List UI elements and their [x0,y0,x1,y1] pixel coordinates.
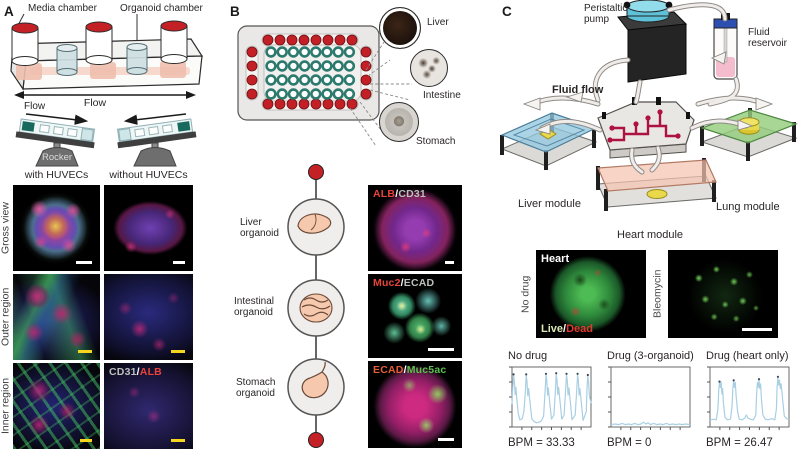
stain-overlay-muc2-ecad: Muc2/ECAD [373,277,435,289]
micrograph-gross-with-huvecs [13,185,100,271]
flow-label: Flow [83,97,107,109]
scale-bar [78,350,92,353]
peristaltic-pump [617,0,688,83]
lung-module-label: Lung module [716,201,780,213]
pump-label: Peristaltic pump [584,3,628,26]
intestine-brightfield-callout [410,49,448,87]
stomach-icon [301,361,329,399]
panel-a-label: A [4,4,14,19]
micrograph-liver-organoid: ALB/CD31 [368,185,462,271]
row-label-outer-region: Outer region [0,287,12,347]
media-chamber-cylinders [11,20,188,66]
bleomycin-image-label: Bleomycin [651,269,664,319]
row-label-inner-region: Inner region [0,377,12,435]
liver-module-label: Liver module [518,198,581,210]
stomach-brightfield-callout [379,102,419,142]
micrograph-heart-no-drug: Heart Live/Dead [536,250,646,338]
organoid-chamber-cups [56,43,148,76]
scale-bar [171,350,185,353]
well-plate-diagram [237,25,412,147]
panel-c-label: C [502,4,512,19]
panel-b-label: B [230,4,240,19]
organoid-chamber-label: Organoid chamber [120,3,203,14]
manifold-plate [597,97,695,159]
micrograph-intestinal-organoid: Muc2/ECAD [368,274,462,358]
rocker-right [116,113,197,167]
scale-bar [742,327,772,331]
chart-title: Drug (heart only) [706,350,789,362]
micrograph-outer-without-huvecs [104,274,193,360]
micrograph-inner-without-huvecs: CD31/ALB [104,363,193,449]
scale-bar [173,261,185,264]
rocker-flow-label: Flow [24,101,46,112]
rocker-label: Rocker [41,152,73,163]
micrograph-stomach-organoid: ECAD/Muc5ac [368,361,462,448]
stain-overlay-alb-cd31: ALB/CD31 [373,188,426,200]
scale-bar [80,439,92,442]
callout-label-intestine: Intestine [423,90,461,101]
callout-label-liver: Liver [427,17,449,28]
micrograph-inner-with-huvecs [13,363,100,449]
bpm-value: BPM = 0 [607,437,652,449]
micrograph-gross-without-huvecs [104,185,193,271]
rocker-left [15,113,96,167]
live-dead-legend: Live/Dead [541,323,593,335]
beat-chart-drug-3-organoid: Drug (3-organoid) BPM = 0 [604,350,694,450]
chart-title: Drug (3-organoid) [607,350,694,362]
micrograph-outer-with-huvecs [13,274,100,360]
chart-title: No drug [508,350,548,362]
reservoir-label: Fluid reservoir [748,27,787,50]
lung-module-chip [700,108,798,161]
row-label-gross-view: Gross view [0,202,12,254]
beat-trace-plot [509,366,592,430]
beat-chart-no-drug: No drug BPM = 33.33 [505,350,594,450]
flow-double-arrow [14,91,196,99]
organoid-chain-diagram [287,164,345,448]
fluid-reservoir [713,13,738,80]
scale-bar [438,438,454,441]
intestine-icon [299,293,333,323]
chain-label-intestinal-organoid: Intestinal organoid [234,296,275,319]
heart-overlay-label: Heart [541,253,570,265]
stain-overlay-cd31-alb: CD31/ALB [109,366,162,378]
chain-label-stomach-organoid: Stomach organoid [236,377,276,400]
fluid-flow-label: Fluid flow [552,84,604,96]
liver-icon [297,213,332,234]
bpm-value: BPM = 33.33 [508,437,575,449]
beat-trace-plot [707,366,790,430]
multi-organ-circuit-diagram [500,0,798,211]
scale-bar [428,348,454,351]
column-header-with-huvecs: with HUVECs [24,169,89,181]
flow-direction-arrows [522,51,774,135]
bpm-value: BPM = 26.47 [706,437,773,449]
scale-bar [445,261,454,264]
heart-module-label: Heart module [617,229,684,241]
liver-brightfield-callout [379,7,421,49]
micrograph-heart-bleomycin [668,250,778,338]
heart-module-chip [596,158,717,211]
no-drug-image-label: No drug [519,275,532,313]
media-chamber-label: Media chamber [28,3,97,14]
chain-label-liver-organoid: Liver organoid [240,217,279,240]
chamber-device-diagram [10,13,204,167]
beat-chart-drug-heart-only: Drug (heart only) BPM = 26.47 [703,350,792,450]
callout-label-stomach: Stomach [416,136,456,147]
beat-trace-plot [608,366,691,430]
tubing [529,2,767,175]
stain-overlay-ecad-muc5ac: ECAD/Muc5ac [373,364,447,376]
scale-bar [171,439,185,442]
column-header-without-huvecs: without HUVECs [109,169,188,181]
scale-bar [76,261,92,264]
